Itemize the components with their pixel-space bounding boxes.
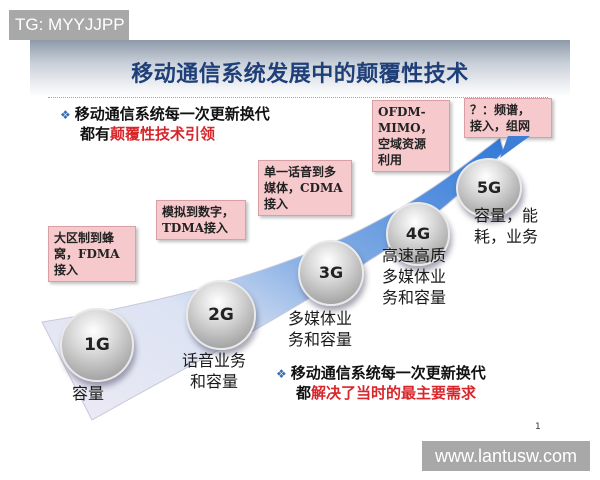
diamond-bullet-icon: ❖ bbox=[276, 367, 287, 381]
page-number: 1 bbox=[535, 422, 541, 432]
caption-4g: 高速高质多媒体业务和容量 bbox=[382, 246, 447, 307]
node-3g: 3G bbox=[298, 240, 364, 306]
callout-4g: OFDM-MIMO，空域资源利用 bbox=[372, 100, 450, 172]
node-4g: 4G bbox=[386, 202, 450, 266]
bullet-bottom: ❖移动通信系统每一次更新换代 都解决了当时的最主要需求 bbox=[276, 364, 486, 402]
callout-pointer-5g bbox=[500, 136, 530, 158]
bullet-top: ❖移动通信系统每一次更新换代 都有颠覆性技术引领 bbox=[60, 105, 270, 143]
caption-1g: 容量 bbox=[72, 384, 105, 403]
node-2g: 2G bbox=[186, 280, 256, 350]
caption-5g: 容量，能耗，业务 bbox=[474, 206, 539, 246]
node-5g: 5G bbox=[456, 158, 522, 218]
slide-title: 移动通信系统发展中的颠覆性技术 bbox=[131, 62, 469, 87]
watermark-top: TG: MYYJJPP bbox=[9, 10, 129, 40]
caption-3g: 多媒体业务和容量 bbox=[288, 309, 353, 349]
caption-2g: 话音业务和容量 bbox=[182, 351, 247, 391]
title-divider bbox=[48, 97, 548, 98]
callout-5g: ？：频谱，接入，组网 bbox=[464, 98, 552, 138]
diamond-bullet-icon: ❖ bbox=[60, 108, 71, 122]
title-bar bbox=[30, 40, 570, 97]
slide: 移动通信系统发展中的颠覆性技术 ❖移动通信系统每一次更新换代 都有颠覆性技术引领… bbox=[30, 40, 570, 470]
callout-2g: 模拟到数字，TDMA接入 bbox=[156, 200, 246, 240]
watermark-bottom: www.lantusw.com bbox=[422, 441, 590, 471]
node-1g: 1G bbox=[60, 308, 134, 382]
